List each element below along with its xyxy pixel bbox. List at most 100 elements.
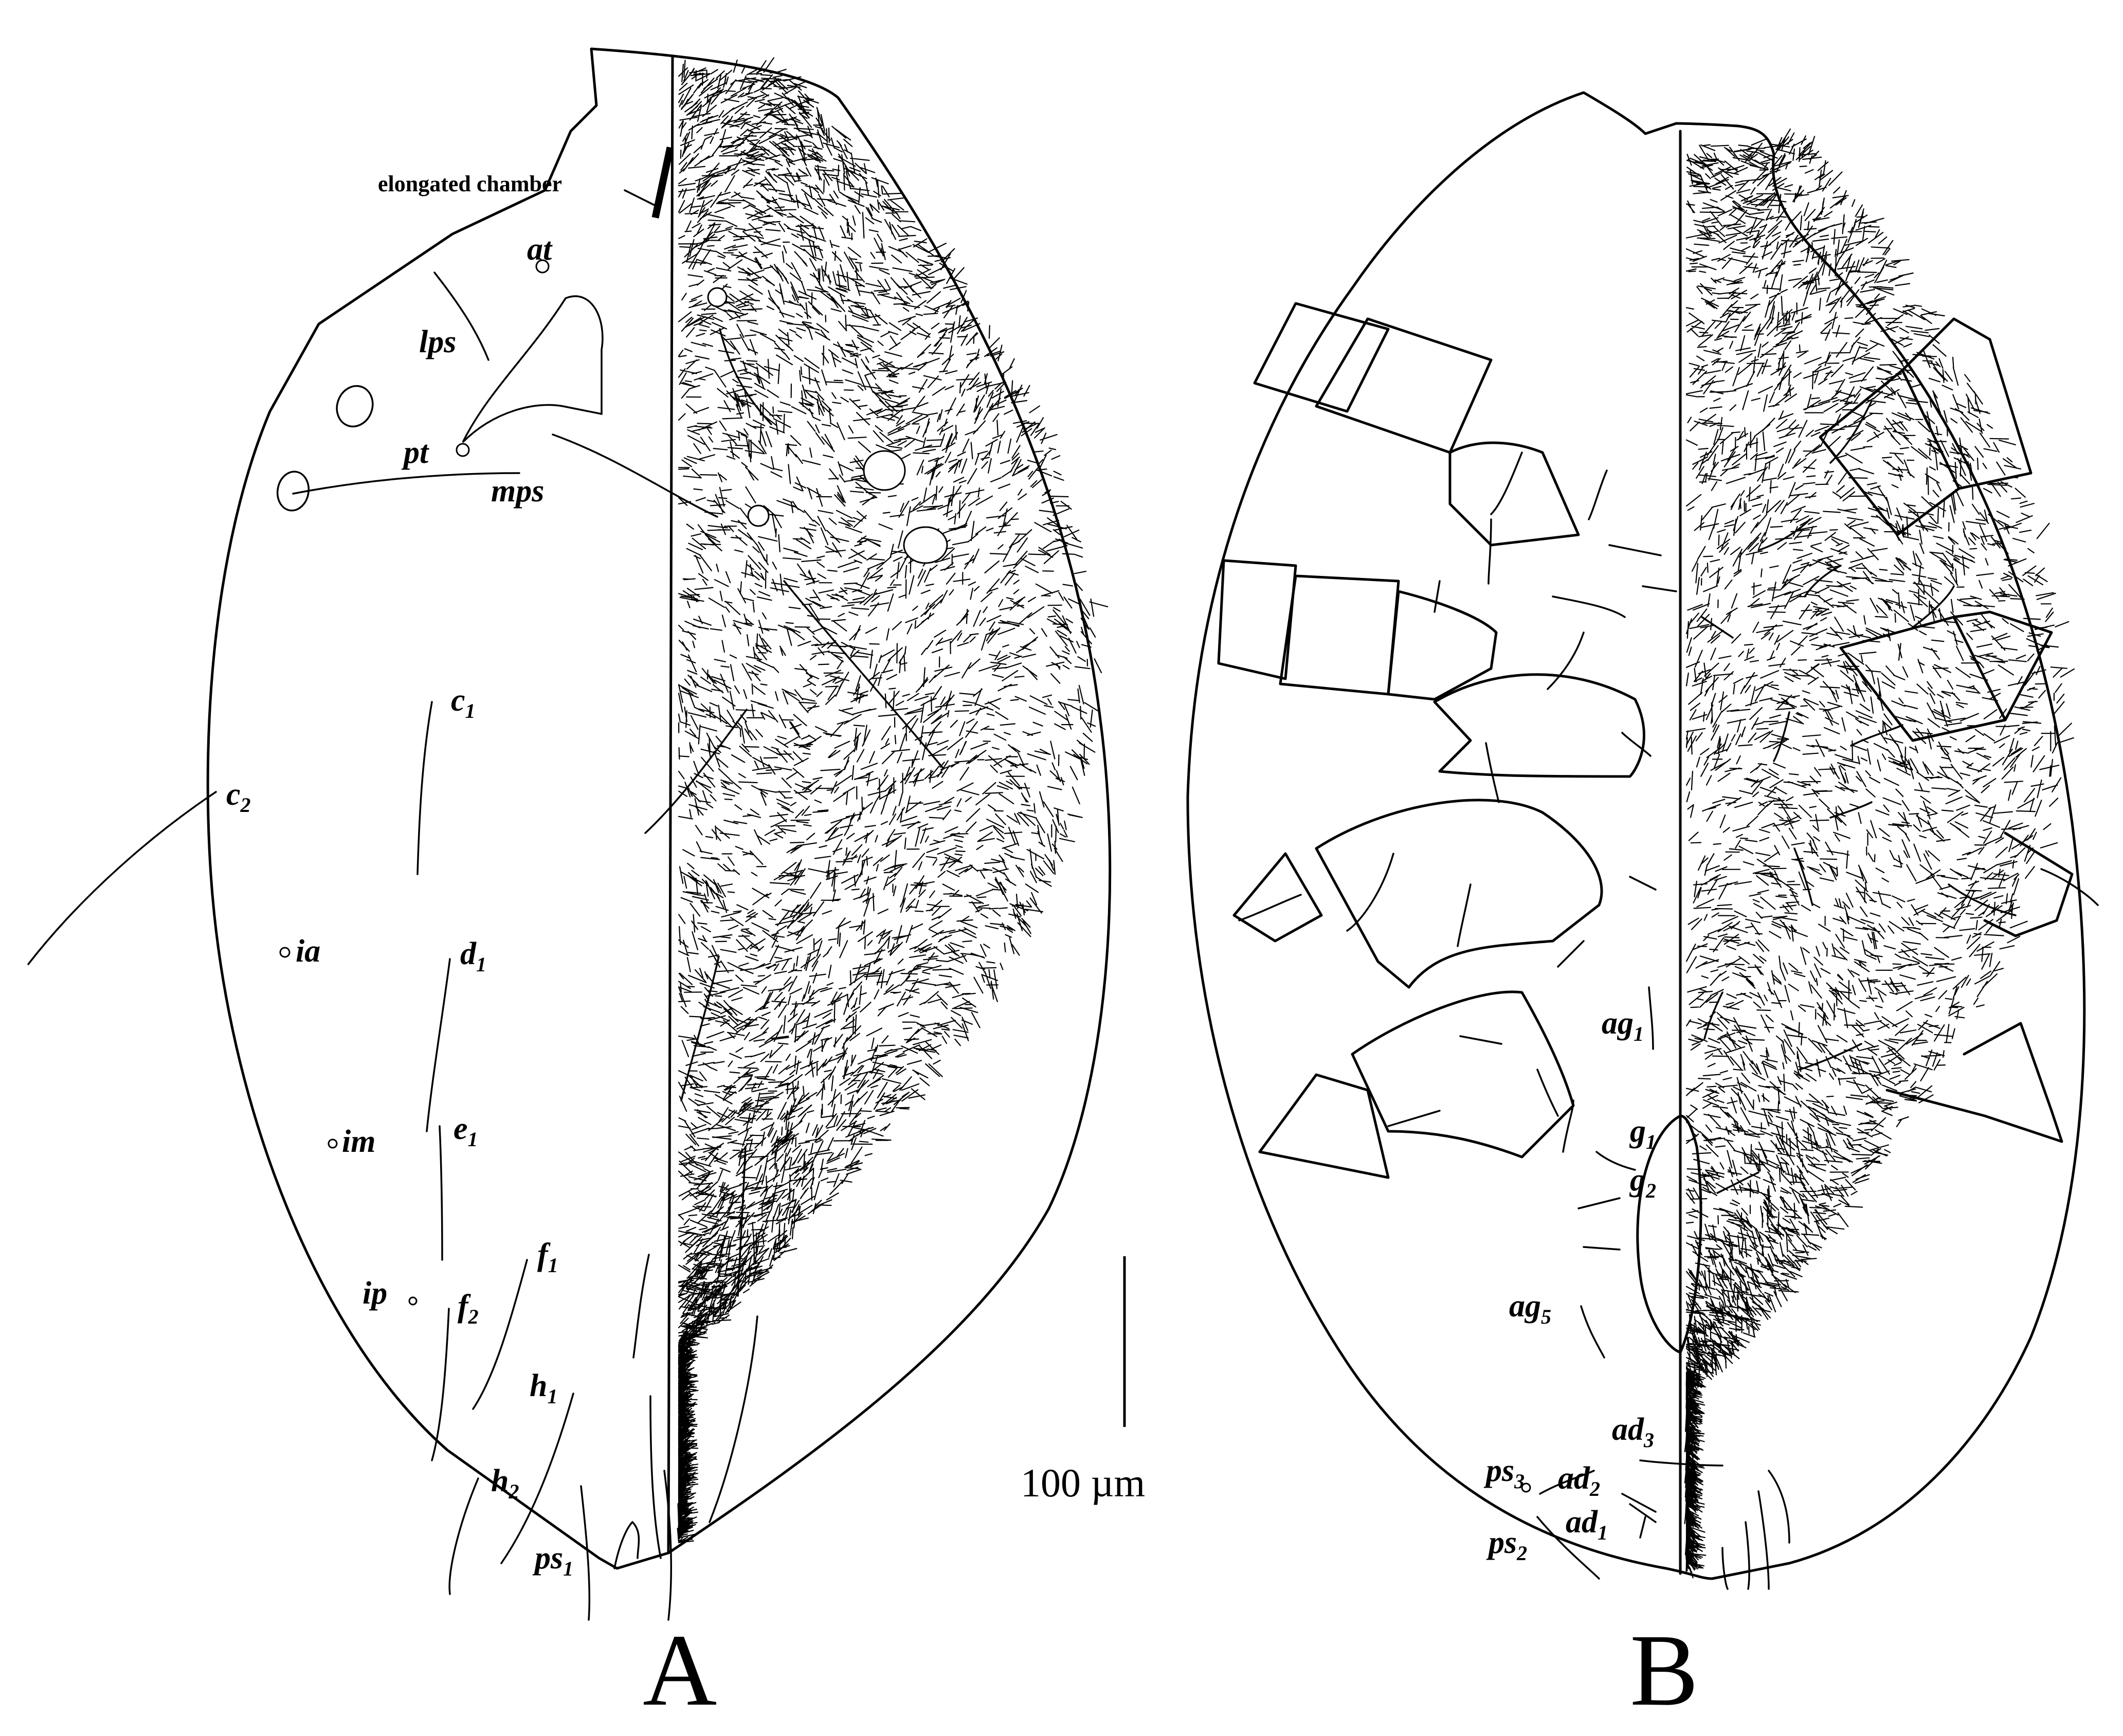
panel-b-seta-2 [1588, 469, 1608, 520]
panel-a-label-f1: f1 [537, 1237, 558, 1277]
panel-label-a: A [643, 1614, 717, 1727]
panel-a-d1-seta [426, 958, 451, 1132]
panel-a-elongated-chamber [651, 147, 674, 219]
panel-b-seta-6 [1642, 585, 1677, 592]
panel-b-right-seta-18 [1745, 1521, 1750, 1590]
panel-b-right-leg-2-outer [1911, 610, 2053, 742]
panel-b-leg-2-coxa [1387, 590, 1498, 701]
panel-b-right-seta-16 [1768, 1470, 1790, 1544]
panel-b-label-ag1: ag1 [1602, 1006, 1644, 1045]
panel-a-mps-seta [292, 472, 520, 495]
panel-a-label-c2: c2 [226, 777, 251, 817]
panel-b-right-seta-7 [1773, 711, 1790, 762]
panel-a-label-lps: lps [419, 324, 456, 359]
panel-b-label-g2: g2 [1629, 1163, 1656, 1202]
panel-b-right-seta-9 [1948, 883, 2017, 916]
panel-a-dorsal-socket-1 [707, 287, 728, 308]
panel-b-seta-15 [1557, 940, 1585, 968]
panel-b-seta-24 [1580, 1305, 1605, 1359]
panel-b-leg-1-segment-2 [1315, 317, 1493, 454]
panel-b-label-ag5: ag5 [1509, 1289, 1551, 1328]
panel-a-ps1-seta [580, 1485, 591, 1621]
panel-b-seta-7 [1434, 580, 1441, 613]
panel-b-right-seta-1 [1829, 400, 1873, 464]
panel-b-seta-16 [1648, 986, 1654, 1050]
panel-b-seta-25 [1539, 1470, 1595, 1495]
panel-a-midline [667, 55, 674, 1554]
panel-a-right-seta-4 [644, 709, 748, 834]
panel-b-right-seta-2 [1757, 518, 1811, 551]
panel-b-leg-2-segment-1 [1217, 559, 1297, 680]
panel-b-seta-29 [1629, 1503, 1657, 1523]
panel-a-h1-seta [500, 1393, 574, 1564]
panel-a-h2-seta [448, 1477, 479, 1595]
panel-b-label-ad1: ad1 [1566, 1505, 1608, 1544]
panel-a-label-ia: ia [296, 934, 320, 969]
panel-b-seta-22 [1577, 1197, 1621, 1209]
panel-b-label-ps3: ps3 [1483, 1453, 1525, 1493]
panel-b-right-seta-3 [1804, 565, 1842, 598]
panel-a-f1-seta [472, 1259, 528, 1410]
panel-a-f2-seta [431, 1308, 450, 1461]
panel-a-right-seta-3 [783, 580, 945, 770]
panel-a-bothridium [462, 295, 604, 443]
panel-a-dorsal-pore-1 [863, 450, 906, 491]
panel-b-right-seta-6 [1850, 724, 1903, 747]
panel-b-right-seta-4 [1912, 585, 1955, 628]
panel-a-lps-seta [433, 272, 489, 361]
panel-a-hatch-strokes [677, 57, 1109, 1543]
panel-a-c2-seta [27, 791, 217, 965]
panel-b-label-ad3: ad3 [1612, 1412, 1654, 1452]
panel-b-seta-17 [1459, 1035, 1502, 1045]
panel-b-seta-11 [1346, 853, 1394, 932]
panel-b-seta-21 [1562, 1099, 1574, 1153]
panel-a-label-d1: d1 [460, 936, 486, 976]
panel-b-right-seta-12 [1703, 991, 1723, 1040]
panel-a-body-outline [206, 47, 1112, 1570]
panel-a-right-seta-5 [680, 955, 720, 1101]
panel-b-seta-1 [1490, 451, 1523, 515]
panel-b-hatch-strokes [1684, 128, 2075, 1579]
panel-b-seta-8 [1547, 631, 1585, 690]
panel-b-seta-10 [1485, 742, 1500, 803]
panel-b-drawing [1186, 91, 2099, 1590]
panel-a-chamber-arrow [624, 189, 657, 207]
panel-b-leg-4-coxa [1351, 990, 1575, 1159]
panel-a-label-ip: ip [362, 1276, 387, 1311]
panel-a-label-h1: h1 [530, 1368, 557, 1408]
panel-a-ip-pore [408, 1296, 418, 1306]
panel-b-seta-13 [1629, 876, 1657, 891]
panel-b-genital-plate [1636, 1114, 1702, 1354]
panel-a-ia-pore [279, 947, 291, 958]
panel-b-seta-4 [1487, 518, 1492, 585]
panel-b-right-seta-14 [1716, 1171, 1759, 1194]
panel-b-seta-30 [1639, 1516, 1646, 1539]
panel-b-seta-14 [1457, 883, 1472, 947]
panel-b-right-seta-15 [1706, 1305, 1749, 1320]
panel-b-right-seta-5 [1701, 616, 1734, 639]
panel-a-right-seta-7 [632, 1254, 650, 1359]
panel-a-label-mps: mps [491, 474, 544, 509]
panel-b-right-seta-11 [1793, 847, 1813, 906]
panel-b-seta-3 [1608, 544, 1662, 556]
panel-b-seta-28 [1621, 1493, 1657, 1513]
panel-b-leg-3-segment-1 [1232, 852, 1323, 943]
panel-a-label-c1: c1 [451, 683, 476, 722]
panel-a-at-socket [535, 259, 550, 274]
panel-b-seta-23 [1583, 1246, 1621, 1251]
panel-b-leg-3-coxa [1315, 799, 1603, 989]
panel-a-lateral-pore-1 [336, 385, 374, 428]
panel-b-leg-1-segment-1 [1253, 302, 1390, 413]
panel-b-label-ad2: ad2 [1558, 1461, 1600, 1500]
scale-bar-label: 100 µm [1021, 1460, 1145, 1505]
panel-a-right-seta-6 [737, 1146, 747, 1297]
panel-a-drawing [27, 47, 1112, 1621]
panel-a-right-seta-2 [552, 433, 718, 518]
panel-a-e1-seta [439, 1125, 443, 1261]
panel-b-seta-18 [1536, 1069, 1559, 1117]
panel-b-body-outline [1186, 91, 2086, 1580]
panel-a-c1-seta [416, 701, 433, 875]
